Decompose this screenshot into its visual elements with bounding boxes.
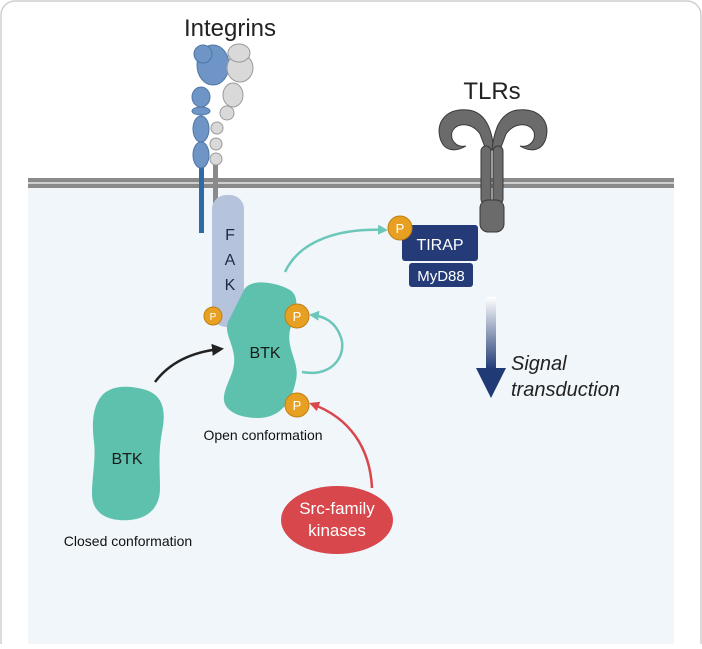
integrin-receptor [191, 43, 254, 233]
signal-label-line1: Signal [511, 353, 567, 375]
src-label-line2: kinases [308, 521, 366, 540]
phospho-btk-lower: P [284, 392, 310, 418]
signal-label-line2: transduction [511, 379, 620, 401]
arrow-btk-to-tirap [283, 224, 388, 273]
src-kinases-ellipse [281, 486, 393, 554]
btk-open-label: BTK [249, 345, 280, 362]
integrins-label: Integrins [184, 15, 276, 42]
closed-conformation-label: Closed conformation [64, 533, 192, 549]
svg-text:P: P [293, 309, 302, 324]
fak-letter-f: F [225, 227, 235, 244]
svg-text:P: P [210, 312, 217, 323]
fak-letter-k: K [225, 277, 236, 294]
btk-open [223, 282, 297, 418]
btk-closed-label: BTK [111, 451, 142, 468]
myd88-box [409, 263, 473, 287]
tlr-receptor [438, 109, 548, 233]
phospho-fak: P [203, 306, 223, 326]
svg-text:P: P [396, 221, 405, 236]
phospho-tirap: P [387, 215, 413, 241]
fak-letter-a: A [225, 252, 236, 269]
signal-transduction-arrow [476, 297, 506, 398]
phospho-btk-upper: P [284, 303, 310, 329]
myd88-label: MyD88 [417, 268, 465, 285]
btk-closed [92, 386, 164, 521]
cell-membrane [28, 178, 674, 188]
tirap-label: TIRAP [416, 237, 463, 254]
tlrs-label: TLRs [463, 78, 520, 105]
arrow-closed-to-open [154, 343, 224, 383]
fak-protein [212, 195, 244, 327]
src-label-line1: Src-family [299, 499, 375, 518]
svg-text:P: P [293, 398, 302, 413]
tirap-box [402, 225, 478, 261]
arrow-autophosphorylation [301, 310, 344, 375]
open-conformation-label: Open conformation [203, 427, 322, 443]
arrow-src-to-btk [309, 401, 374, 489]
